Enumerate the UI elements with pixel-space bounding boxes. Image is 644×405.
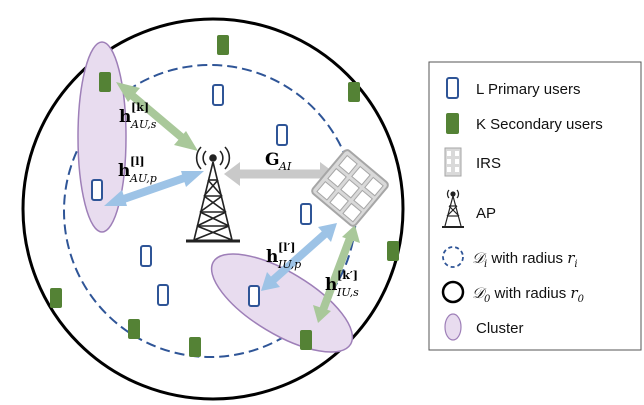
ap-icon bbox=[442, 189, 464, 228]
legend-item-inner-region: 𝒟i with radius ri bbox=[442, 246, 578, 270]
svg-text:AU,p: AU,p bbox=[129, 172, 157, 185]
legend-item-irs: IRS bbox=[444, 147, 501, 177]
svg-text:Cluster: Cluster bbox=[476, 320, 524, 337]
svg-text:𝒟0 with radius r0: 𝒟0 with radius r0 bbox=[472, 284, 585, 305]
primary-user bbox=[212, 84, 224, 106]
secondary-user bbox=[189, 337, 201, 357]
svg-text:AU,s: AU,s bbox=[130, 118, 157, 131]
arrow-au-p bbox=[104, 171, 204, 206]
svg-text:h: h bbox=[325, 275, 337, 295]
svg-text:IU,p: IU,p bbox=[277, 258, 301, 271]
svg-text:L Primary users: L Primary users bbox=[476, 81, 580, 98]
arrow-au-s bbox=[116, 82, 198, 151]
irs-panel bbox=[311, 149, 389, 227]
legend: L Primary users K Secondary users IRS bbox=[428, 61, 642, 351]
cluster-left bbox=[77, 41, 127, 233]
primary-user bbox=[276, 124, 288, 146]
cluster-bottom bbox=[210, 253, 354, 353]
svg-text:[l]: [l] bbox=[130, 155, 145, 168]
dashed-circle-icon bbox=[442, 246, 464, 268]
primary-user bbox=[91, 179, 103, 201]
label-g-ai: G AI bbox=[265, 150, 292, 173]
svg-text:h: h bbox=[119, 107, 131, 127]
secondary-user-icon bbox=[446, 113, 459, 134]
svg-text:[k′]: [k′] bbox=[337, 269, 358, 282]
secondary-user bbox=[348, 82, 360, 102]
legend-item-primary: L Primary users bbox=[446, 77, 580, 99]
label-h-iu-p: h [l′] IU,p bbox=[266, 241, 301, 271]
irs-icon bbox=[444, 147, 462, 177]
legend-item-ap: AP bbox=[442, 189, 496, 228]
svg-text:G: G bbox=[265, 150, 280, 170]
secondary-user bbox=[217, 35, 229, 55]
svg-text:AP: AP bbox=[476, 205, 496, 222]
solid-circle-icon bbox=[441, 280, 465, 304]
cluster-icon bbox=[444, 313, 462, 341]
label-h-iu-s: h [k′] IU,s bbox=[325, 269, 359, 299]
legend-item-outer-region: 𝒟0 with radius r0 bbox=[441, 280, 585, 305]
ap-tower-icon bbox=[186, 146, 240, 243]
arrow-iu-p bbox=[261, 223, 337, 291]
svg-text:𝒟i with radius ri: 𝒟i with radius ri bbox=[472, 249, 578, 270]
secondary-user bbox=[300, 330, 312, 350]
svg-text:h: h bbox=[118, 161, 130, 181]
secondary-user bbox=[50, 288, 62, 308]
secondary-user bbox=[128, 319, 140, 339]
outer-cell-boundary bbox=[21, 17, 405, 401]
primary-user-icon bbox=[446, 77, 459, 99]
svg-text:h: h bbox=[266, 247, 278, 267]
svg-text:AI: AI bbox=[278, 160, 292, 173]
svg-text:IRS: IRS bbox=[476, 155, 501, 172]
arrow-iu-s bbox=[313, 225, 360, 323]
secondary-user bbox=[387, 241, 399, 261]
primary-user bbox=[157, 284, 169, 306]
primary-user bbox=[140, 245, 152, 267]
legend-item-secondary: K Secondary users bbox=[446, 113, 603, 134]
svg-text:[l′]: [l′] bbox=[278, 241, 296, 254]
label-h-au-p: h [l] AU,p bbox=[118, 155, 157, 185]
secondary-user bbox=[99, 72, 111, 92]
primary-user bbox=[248, 285, 260, 307]
primary-user bbox=[300, 203, 312, 225]
svg-text:[k]: [k] bbox=[131, 101, 149, 114]
label-h-au-s: h [k] AU,s bbox=[119, 101, 157, 131]
svg-text:IU,s: IU,s bbox=[336, 286, 359, 299]
svg-text:K Secondary users: K Secondary users bbox=[476, 116, 603, 133]
legend-item-cluster: Cluster bbox=[444, 313, 524, 341]
